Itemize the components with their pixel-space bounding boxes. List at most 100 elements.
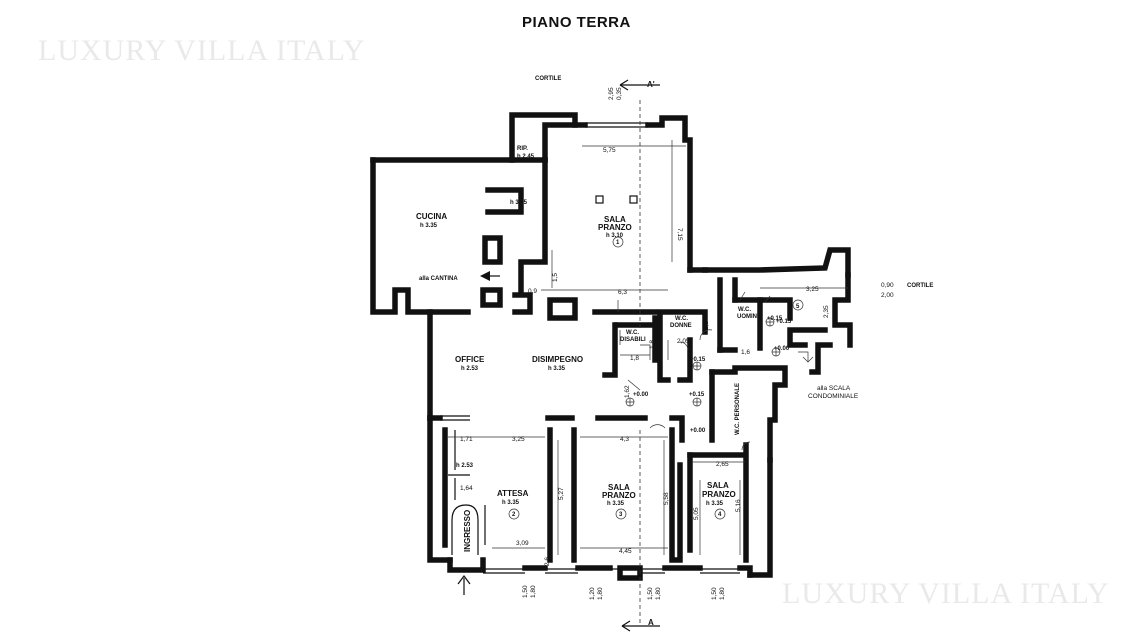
stair-arrow-icon: [798, 351, 814, 363]
pillar: [629, 195, 638, 204]
dimension-label: 3,09: [516, 540, 529, 547]
dimension-label: 1,50: [647, 587, 654, 600]
room-wc-disabili-name-2: DISABILI: [620, 337, 646, 343]
stair-label-2: CONDOMINIALE: [808, 393, 859, 400]
dimension-label: 3,25: [512, 436, 525, 443]
room-rip-height: h 2.45: [517, 154, 535, 160]
page-title: PIANO TERRA: [522, 14, 631, 31]
dimension-label: 1,80: [530, 585, 537, 598]
dimension-label: 2,6: [544, 557, 551, 566]
room-attesa-height: h 3.35: [502, 500, 520, 506]
room-sala1-num: 1: [616, 240, 620, 246]
dimension-label: 1,64: [460, 485, 473, 492]
cantina-label: alla CANTINA: [419, 276, 458, 282]
dimension-label: 7,15: [676, 228, 683, 241]
entrance-arrow-icon: [457, 575, 471, 595]
level-label: +0.15: [689, 392, 705, 398]
room-labels: CUCINA h 3.35 RIP. h 2.45 h 3.35 SALA PR…: [416, 146, 800, 552]
room-wc-donne-name-2: DONNE: [670, 323, 692, 329]
room-sala3-height: h 3.35: [607, 501, 625, 507]
dimension-label: 1,8: [649, 340, 656, 349]
room-sala4-name-2: PRANZO: [702, 490, 736, 499]
level-label: +0.15: [690, 357, 706, 363]
dimension-label: 4,45: [619, 548, 632, 555]
room-sala4-num: 4: [718, 512, 722, 518]
cortile-top-label: CORTILE: [535, 76, 561, 82]
level-labels: +0.15 +0.15 +0.00 +0.15 +0.00 +0.15 +0.0…: [633, 316, 792, 434]
dimension-label: 1,5: [703, 321, 710, 330]
room-cucina-name: CUCINA: [416, 212, 447, 221]
dimension-label: 5,58: [663, 492, 670, 505]
dimension-label: 1,62: [624, 385, 631, 398]
dimension-label: 5,75: [603, 147, 616, 154]
dimension-label: 1,8: [630, 355, 639, 362]
dimension-label: 1,5: [552, 273, 559, 282]
room-sala3-name-1: SALA: [608, 483, 630, 492]
room-5-num: 5: [796, 304, 800, 310]
room-disimpegno-height: h 3.35: [548, 366, 566, 372]
room-office-height: h 2.53: [461, 366, 479, 372]
dimension-label: 1,6: [741, 349, 750, 356]
dimension-label: 1,50: [522, 585, 529, 598]
room-number-markers: [508, 236, 804, 520]
room-sala1-name-2: PRANZO: [598, 223, 632, 232]
dimension-label: 5,05: [693, 507, 700, 520]
dimension-label: 6,3: [618, 289, 627, 296]
room-sala3-name-2: PRANZO: [602, 491, 636, 500]
room-wc-uomini-name-1: W.C.: [738, 307, 751, 313]
dimension-label: 2,95: [608, 87, 615, 100]
dimension-label: 4,3: [620, 436, 629, 443]
dimension-label: 3,25: [806, 286, 819, 293]
level-label: +0.00: [633, 392, 649, 398]
watermark-bottom: LUXURY VILLA ITALY: [782, 577, 1110, 610]
dimension-label: 2,35: [823, 305, 830, 318]
dimension-label: 1,80: [655, 587, 662, 600]
dimension-label: 0,35: [616, 87, 623, 100]
pillar: [595, 195, 604, 204]
level-markers: [625, 317, 781, 407]
room-ingresso-name: INGRESSO: [463, 510, 472, 552]
cantina-arrow-icon: [480, 271, 500, 281]
dimension-label: 0,9: [528, 288, 537, 295]
dimension-label: 1,71: [460, 436, 473, 443]
section-label-top: A': [647, 80, 655, 89]
dimension-labels: 5,75 7,15 6,3 0,9 1,5 3,25 2,35 0,90 2,0…: [460, 87, 894, 600]
cortile-right-label: CORTILE: [907, 283, 933, 289]
dimension-label: 5,27: [558, 487, 565, 500]
dimension-label: 2,00: [881, 292, 894, 299]
stair-label-1: alla SCALA: [817, 385, 851, 392]
dimension-lines: [448, 140, 848, 555]
room-sala3-num: 3: [619, 512, 623, 518]
room-ingresso-height: h 2.53: [456, 463, 474, 469]
room-wc-uomini-name-2: UOMINI: [737, 314, 759, 320]
room-disimpegno-name: DISIMPEGNO: [532, 355, 583, 364]
level-label: +0.15: [767, 316, 783, 322]
dimension-label: 1,80: [597, 587, 604, 600]
room-attesa-num: 2: [512, 512, 516, 518]
room-rip-name: RIP.: [517, 146, 528, 152]
room-wc-personale-name: W.C. PERSONALE: [735, 383, 741, 435]
watermark-top: LUXURY VILLA ITALY: [38, 34, 366, 67]
door-details: [595, 195, 771, 451]
level-label: +0.00: [690, 428, 706, 434]
room-wc-disabili-name-1: W.C.: [626, 330, 639, 336]
level-label: +0.15: [776, 319, 792, 325]
dimension-label: 1,80: [719, 587, 726, 600]
dimension-label: 1,20: [589, 587, 596, 600]
section-label-bottom: A: [648, 618, 654, 627]
room-cucina-height: h 3.35: [420, 223, 438, 229]
room-sala4-name-1: SALA: [707, 481, 729, 490]
room-sala1-height: h 3.10: [606, 233, 624, 239]
walls: [370, 112, 853, 581]
section-line: A' A: [619, 79, 660, 632]
outside-labels: CORTILE CORTILE alla CANTINA alla SCALA …: [419, 76, 933, 400]
dimension-label: 0,90: [881, 282, 894, 289]
room-sala4-height: h 3.35: [706, 501, 724, 507]
room-attesa-name: ATTESA: [497, 489, 529, 498]
level-label: +0.00: [774, 346, 790, 352]
dimension-label: 2,05: [677, 338, 690, 345]
room-sala1-name-1: SALA: [604, 215, 626, 224]
room-office-name: OFFICE: [455, 355, 485, 364]
room-wc-donne-name-1: W.C.: [675, 316, 688, 322]
